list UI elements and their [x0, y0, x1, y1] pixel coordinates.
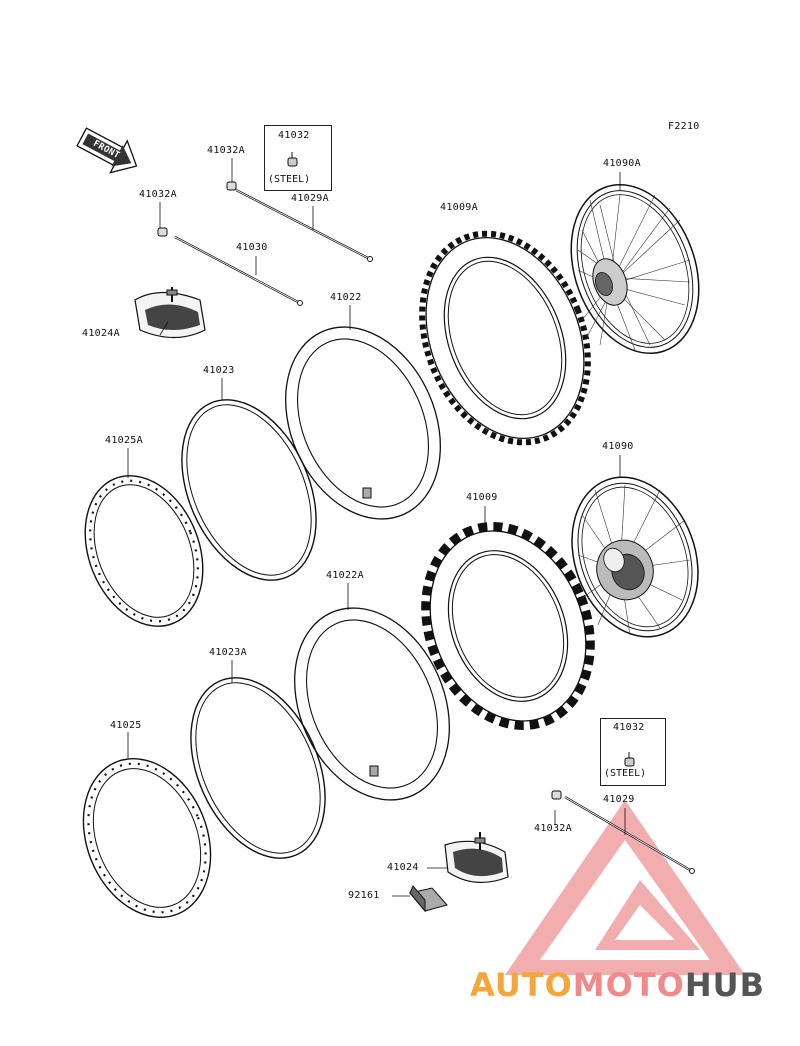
part-label-41090A[interactable]: 41090A — [603, 158, 641, 169]
nipple-41032-bottom-icon — [624, 752, 635, 767]
part-label-41024A[interactable]: 41024A — [82, 328, 120, 339]
spoke-41029A — [226, 181, 373, 262]
part-label-41029[interactable]: 41029 — [603, 794, 635, 805]
front-arrow-icon — [76, 127, 138, 174]
figure-code: F2210 — [668, 121, 700, 132]
watermark-part-moto: MOTO — [572, 966, 685, 1004]
part-label-41009[interactable]: 41009 — [466, 492, 498, 503]
leader-lines — [127, 158, 626, 897]
part-label-41032A-left[interactable]: 41032A — [139, 189, 177, 200]
wheel-41090A — [570, 183, 700, 355]
part-label-41029A[interactable]: 41029A — [291, 193, 329, 204]
rim-41025 — [82, 758, 212, 918]
part-label-41032A-top[interactable]: 41032A — [207, 145, 245, 156]
part-label-41030[interactable]: 41030 — [236, 242, 268, 253]
part-label-41009A[interactable]: 41009A — [440, 202, 478, 213]
rim-tape-41023 — [181, 399, 317, 581]
nipple-41032-top-icon — [287, 152, 298, 167]
wheel-41090 — [571, 476, 699, 638]
watermark-part-auto: AUTO — [470, 966, 573, 1004]
watermark-logo — [505, 800, 745, 975]
spoke-41030 — [157, 227, 303, 306]
steel-box-bottom — [600, 718, 666, 786]
part-label-41025[interactable]: 41025 — [110, 720, 142, 731]
part-label-41032-top[interactable]: 41032 — [278, 130, 310, 141]
part-label-92161[interactable]: 92161 — [348, 890, 380, 901]
steel-box-top — [264, 125, 332, 191]
rim-lock-92161 — [409, 885, 448, 913]
part-label-41022A[interactable]: 41022A — [326, 570, 364, 581]
part-label-41022[interactable]: 41022 — [330, 292, 362, 303]
part-label-41025A[interactable]: 41025A — [105, 435, 143, 446]
tube-41022A — [294, 607, 450, 801]
steel-note-bottom: (STEEL) — [604, 768, 647, 779]
rim-41025A — [84, 475, 204, 627]
watermark-text: AUTOMOTOHUB — [470, 966, 800, 1006]
part-label-41032A-bottom[interactable]: 41032A — [534, 823, 572, 834]
rim-band-41024 — [444, 832, 509, 884]
tube-41022 — [285, 326, 441, 520]
part-label-41023A[interactable]: 41023A — [209, 647, 247, 658]
part-label-41090[interactable]: 41090 — [602, 441, 634, 452]
tire-41009 — [421, 522, 595, 730]
rim-tape-41023A — [190, 677, 326, 859]
rim-band-41024A — [134, 287, 206, 339]
tire-41009A — [419, 230, 591, 446]
steel-note-top: (STEEL) — [268, 174, 311, 185]
part-label-41024[interactable]: 41024 — [387, 862, 419, 873]
part-label-41023[interactable]: 41023 — [203, 365, 235, 376]
part-label-41032-bottom[interactable]: 41032 — [613, 722, 645, 733]
watermark-part-hub: HUB — [684, 966, 766, 1004]
spoke-41029 — [551, 790, 695, 874]
